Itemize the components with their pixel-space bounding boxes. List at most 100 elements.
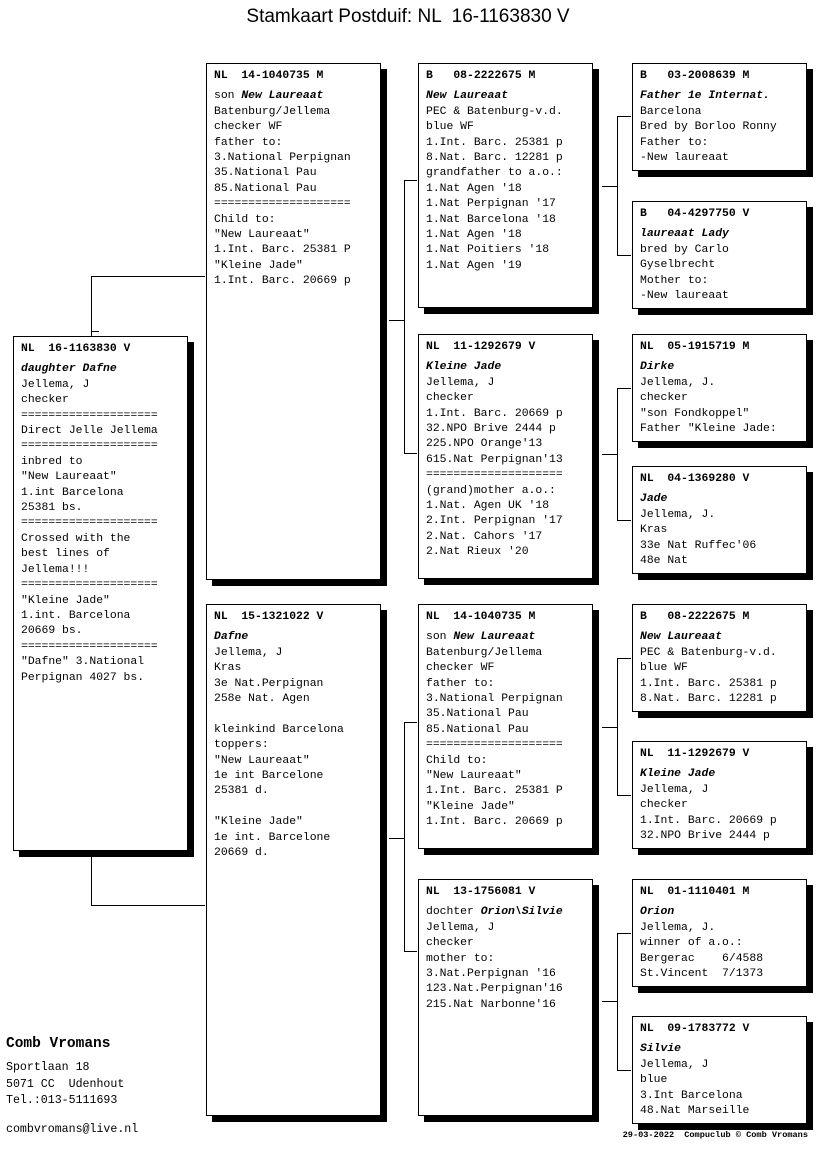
page-title: Stamkaart Postduif: NL 16-1163830 V	[246, 6, 570, 27]
pedigree-line: 2.Int. Perpignan '17	[426, 515, 563, 528]
pedigree-line: mother to:	[426, 952, 495, 965]
pedigree-line: 8.Nat. Barc. 12281 p	[640, 693, 777, 706]
pedigree-id: B 03-2008639 M	[640, 70, 750, 82]
connector-subject-to-father	[91, 276, 205, 278]
connector-fm-stub	[602, 454, 617, 456]
pedigree-line: 258e Nat. Agen	[214, 693, 310, 706]
pedigree-line: Jade	[640, 493, 668, 506]
pedigree-line	[214, 707, 374, 722]
pedigree-line: 25381 bs.	[21, 502, 83, 515]
pedigree-line: New Laureaat	[426, 90, 509, 103]
connector-subject-to-mother	[91, 905, 205, 907]
pedigree-line: ====================	[21, 579, 158, 592]
pedigree-line: PEC & Batenburg-v.d.	[426, 105, 563, 118]
pedigree-line: winner of a.o.:	[640, 937, 743, 950]
pedigree-line: 35.National Pau	[214, 167, 317, 180]
pedigree-line: checker	[426, 392, 474, 405]
connector-mm-to-mmf	[617, 933, 631, 935]
connector-fm-to-fmf	[617, 388, 631, 390]
pedigree-line: Kras	[640, 524, 668, 537]
pedigree-line: "Kleine Jade"	[214, 259, 303, 272]
pedigree-line: Kras	[214, 662, 242, 675]
pedigree-line: 1.Int. Barc. 25381 P	[426, 785, 563, 798]
pedigree-line: checker WF	[426, 662, 495, 675]
pedigree-line: ====================	[426, 739, 563, 752]
pedigree-line: 1.Nat Poitiers '18	[426, 244, 550, 257]
pedigree-line: "Kleine Jade"	[21, 594, 110, 607]
pedigree-line: "son Fondkoppel"	[640, 407, 750, 420]
pedigree-line: "Dafne" 3.National	[21, 656, 145, 669]
pedigree-line: Gyselbrecht	[640, 259, 716, 272]
pedigree-line: Crossed with the	[21, 532, 131, 545]
pedigree-line: daughter Dafne	[21, 363, 117, 376]
connector-ff-stub	[602, 186, 617, 188]
pedigree-line: 1.Int. Barc. 20669 p	[214, 275, 351, 288]
pedigree-line: Dirke	[640, 361, 675, 374]
pedigree-line: 1.int. Barcelona	[21, 609, 131, 622]
pedigree-line: 8.Nat. Barc. 12281 p	[426, 152, 563, 165]
pedigree-line: 25381 d.	[214, 785, 269, 798]
pedigree-line: -New laureaat	[640, 290, 729, 303]
pedigree-id: B 08-2222675 M	[640, 611, 750, 623]
pedigree-line: Batenburg/Jellema	[426, 646, 543, 659]
pedigree-line: Jellema, J.	[640, 376, 716, 389]
pedigree-line: father to:	[426, 677, 495, 690]
pedigree-line: Mother to:	[640, 274, 709, 287]
pedigree-line: ====================	[21, 640, 158, 653]
credit-date: 29-03-2022	[622, 1130, 675, 1140]
pedigree-line: 225.NPO Orange'13	[426, 438, 543, 451]
pedigree-line: 2.Nat Rieux '20	[426, 546, 529, 559]
pedigree-line: 85.National Pau	[426, 723, 529, 736]
pedigree-id: B 04-4297750 V	[640, 208, 750, 220]
pedigree-id: NL 15-1321022 V	[214, 611, 324, 623]
connector-mother-to-mm	[404, 951, 417, 953]
pedigree-line: Bred by Borloo Ronny	[640, 121, 777, 134]
pedigree-id: NL 05-1915719 M	[640, 341, 750, 353]
pedigree-id: NL 11-1292679 V	[426, 341, 536, 353]
footer-contact: Comb Vromans Sportlaan 18 5071 CC Udenho…	[6, 1034, 138, 1138]
pedigree-line: PEC & Batenburg-v.d.	[640, 646, 777, 659]
connector-mf-to-mff	[617, 658, 631, 660]
owner-email[interactable]: combvromans@live.nl	[6, 1122, 139, 1136]
pedigree-box-ff-father[interactable]: B 03-2008639 M Father 1e Internat.Barcel…	[632, 63, 807, 171]
pedigree-line: checker	[640, 392, 688, 405]
pedigree-line: Jellema, J	[426, 376, 495, 389]
pedigree-line: dochter Orion\Silvie	[426, 906, 563, 919]
pedigree-line: 215.Nat Narbonne'16	[426, 998, 556, 1011]
connector-mother-vertical	[404, 722, 406, 952]
pedigree-line: 20669 bs.	[21, 625, 83, 638]
owner-phone: Tel.:013-5111693	[6, 1094, 118, 1107]
pedigree-line: 2.Nat. Cahors '17	[426, 530, 543, 543]
connector-father-vertical	[404, 180, 406, 454]
pedigree-line: 615.Nat Perpignan'13	[426, 453, 563, 466]
pedigree-line: checker WF	[214, 121, 283, 134]
pedigree-line: Orion	[640, 906, 675, 919]
pedigree-line: 1.Int. Barc. 25381 P	[214, 244, 351, 257]
pedigree-line: Jellema!!!	[21, 563, 90, 576]
pedigree-id: NL 14-1040735 M	[214, 70, 324, 82]
pedigree-line: Barcelona	[640, 105, 702, 118]
connector-mf-vertical	[617, 658, 619, 796]
